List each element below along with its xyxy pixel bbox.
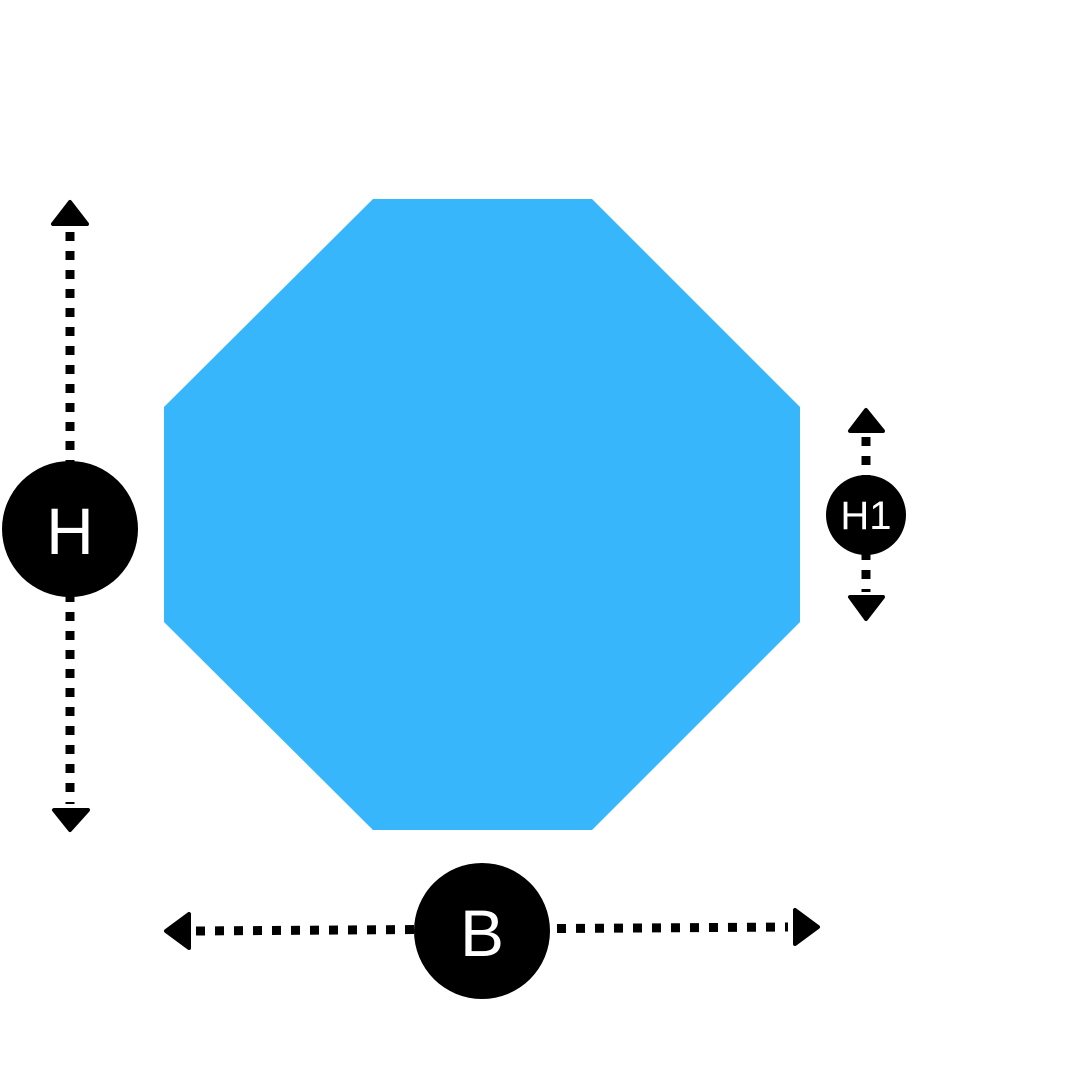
height-arrow-down-icon bbox=[52, 808, 90, 832]
base-dimension-line bbox=[195, 922, 789, 936]
side-height-badge bbox=[826, 475, 906, 555]
height-badge bbox=[2, 461, 138, 597]
height-arrow-up-icon bbox=[51, 200, 89, 226]
base-arrow-left-icon bbox=[164, 912, 191, 950]
octagon-shape bbox=[164, 199, 800, 830]
side-height-arrow-down-icon bbox=[848, 595, 885, 621]
base-dimension: B bbox=[164, 863, 820, 999]
base-badge bbox=[414, 863, 550, 999]
base-label: B bbox=[460, 896, 504, 970]
side-height-label: H1 bbox=[840, 494, 891, 538]
side-height-dimension: H1 bbox=[826, 408, 906, 621]
base-arrow-right-icon bbox=[793, 908, 820, 946]
height-dimension: H bbox=[2, 200, 138, 832]
side-height-arrow-up-icon bbox=[848, 408, 885, 433]
height-label: H bbox=[46, 494, 94, 568]
